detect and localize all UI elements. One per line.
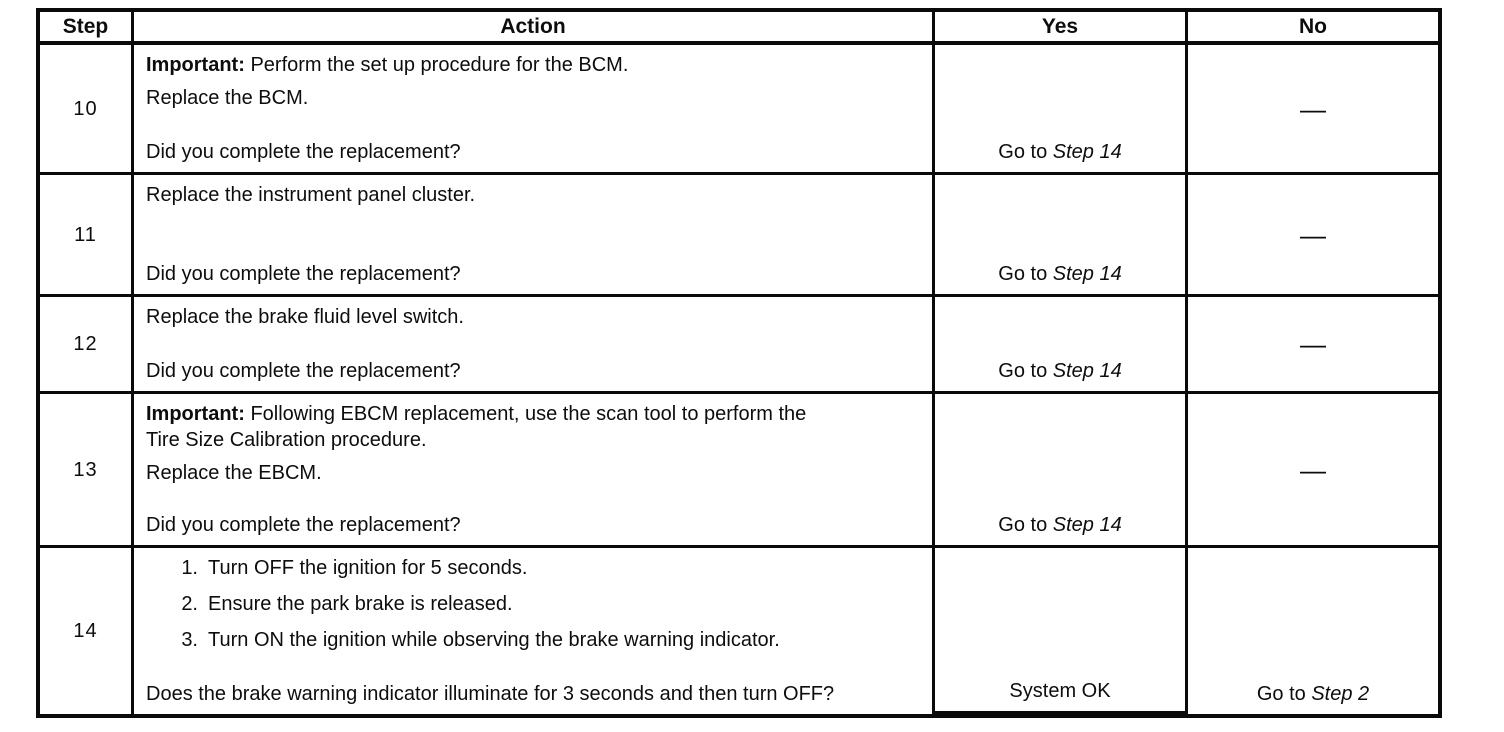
step-list-text: Turn ON the ignition while observing the… xyxy=(208,629,780,651)
yes-cell-11: Go to Step 14 xyxy=(935,175,1188,297)
goto-step-ref: Step 14 xyxy=(1052,514,1122,536)
yes-cell-10: Go to Step 14 xyxy=(935,45,1188,175)
action-cell-14: 1. Turn OFF the ignition for 5 seconds. … xyxy=(134,548,935,714)
action-question: Does the brake warning indicator illumin… xyxy=(146,683,835,705)
action-cell-10: Important: Perform the set up procedure … xyxy=(134,45,935,175)
goto-step-ref: Step 14 xyxy=(1052,263,1122,285)
goto-prefix: Go to xyxy=(998,141,1048,163)
action-line: Replace the BCM. xyxy=(146,87,309,109)
step-number: 14 xyxy=(73,620,98,642)
action-question: Did you complete the replacement? xyxy=(146,141,461,163)
important-label: Important: xyxy=(146,54,245,76)
no-cell-11: — xyxy=(1188,175,1438,297)
no-value-dash: — xyxy=(1300,329,1326,359)
no-cell-10: — xyxy=(1188,45,1438,175)
step-number: 12 xyxy=(73,333,98,355)
yes-cell-13: Go to Step 14 xyxy=(935,394,1188,548)
action-cell-13: Important: Following EBCM replacement, u… xyxy=(134,394,935,548)
goto-step-ref: Step 14 xyxy=(1052,360,1122,382)
step-cell-13: 13 xyxy=(40,394,134,548)
action-question: Did you complete the replacement? xyxy=(146,514,461,536)
yes-cell-12: Go to Step 14 xyxy=(935,297,1188,394)
numbered-step: 3. Turn ON the ignition while observing … xyxy=(172,627,922,653)
action-instructions: Important: Perform the set up procedure … xyxy=(146,52,922,118)
step-cell-12: 12 xyxy=(40,297,134,394)
goto-prefix: Go to xyxy=(998,263,1048,285)
step-cell-11: 11 xyxy=(40,175,134,297)
step-cell-10: 10 xyxy=(40,45,134,175)
diagnostic-table: Step Action Yes No 10 Important: Perform… xyxy=(36,8,1442,718)
header-yes: Yes xyxy=(935,12,1188,45)
important-note: Important: Following EBCM replacement, u… xyxy=(146,401,826,453)
action-instructions: Replace the brake fluid level switch. xyxy=(146,304,922,337)
step-number: 10 xyxy=(73,97,98,120)
action-line: Replace the brake fluid level switch. xyxy=(146,306,464,328)
action-question: Did you complete the replacement? xyxy=(146,263,461,285)
action-cell-12: Replace the brake fluid level switch. Di… xyxy=(134,297,935,394)
no-value-dash: — xyxy=(1300,93,1326,124)
numbered-step: 2. Ensure the park brake is released. xyxy=(172,591,922,617)
action-instructions: Important: Following EBCM replacement, u… xyxy=(146,401,922,493)
step-cell-14: 14 xyxy=(40,548,134,714)
action-line: Replace the instrument panel cluster. xyxy=(146,184,476,206)
important-note: Important: Perform the set up procedure … xyxy=(146,52,922,78)
yes-value: Go to Step 14 xyxy=(998,139,1121,165)
header-step: Step xyxy=(40,12,134,45)
step-number: 13 xyxy=(73,458,98,481)
no-cell-14: Go to Step 2 xyxy=(1188,548,1438,714)
yes-value: Go to Step 14 xyxy=(998,358,1121,384)
yes-value: Go to Step 14 xyxy=(998,261,1121,287)
goto-step-ref: Step 14 xyxy=(1052,141,1122,163)
goto-prefix: Go to xyxy=(998,514,1048,536)
numbered-step: 1. Turn OFF the ignition for 5 seconds. xyxy=(172,555,922,581)
action-question: Did you complete the replacement? xyxy=(146,360,461,382)
goto-prefix: Go to xyxy=(1256,683,1306,705)
step-number: 11 xyxy=(74,223,97,246)
yes-value: System OK xyxy=(1009,680,1111,702)
step-list-number: 3. xyxy=(181,629,198,651)
step-list-text: Turn OFF the ignition for 5 seconds. xyxy=(208,557,528,579)
yes-value: Go to Step 14 xyxy=(998,512,1121,538)
step-list-text: Ensure the park brake is released. xyxy=(208,593,513,615)
no-cell-12: — xyxy=(1188,297,1438,394)
goto-prefix: Go to xyxy=(998,360,1048,382)
no-value-dash: — xyxy=(1300,219,1326,250)
important-text: Perform the set up procedure for the BCM… xyxy=(250,54,629,76)
action-cell-11: Replace the instrument panel cluster. Di… xyxy=(134,175,935,297)
step-list-number: 2. xyxy=(181,593,198,615)
step-list-number: 1. xyxy=(181,557,198,579)
important-label: Important: xyxy=(146,403,245,425)
action-instructions: Replace the instrument panel cluster. xyxy=(146,182,922,215)
no-cell-13: — xyxy=(1188,394,1438,548)
goto-step-ref: Step 2 xyxy=(1311,683,1370,705)
important-text: Following EBCM replacement, use the scan… xyxy=(146,403,807,451)
action-line: Replace the EBCM. xyxy=(146,462,322,484)
action-numbered-steps: 1. Turn OFF the ignition for 5 seconds. … xyxy=(146,555,922,663)
no-value-dash: — xyxy=(1300,454,1326,485)
no-value: Go to Step 2 xyxy=(1257,681,1369,707)
header-action: Action xyxy=(134,12,935,45)
yes-cell-14: System OK xyxy=(935,548,1188,714)
header-no: No xyxy=(1188,12,1438,45)
